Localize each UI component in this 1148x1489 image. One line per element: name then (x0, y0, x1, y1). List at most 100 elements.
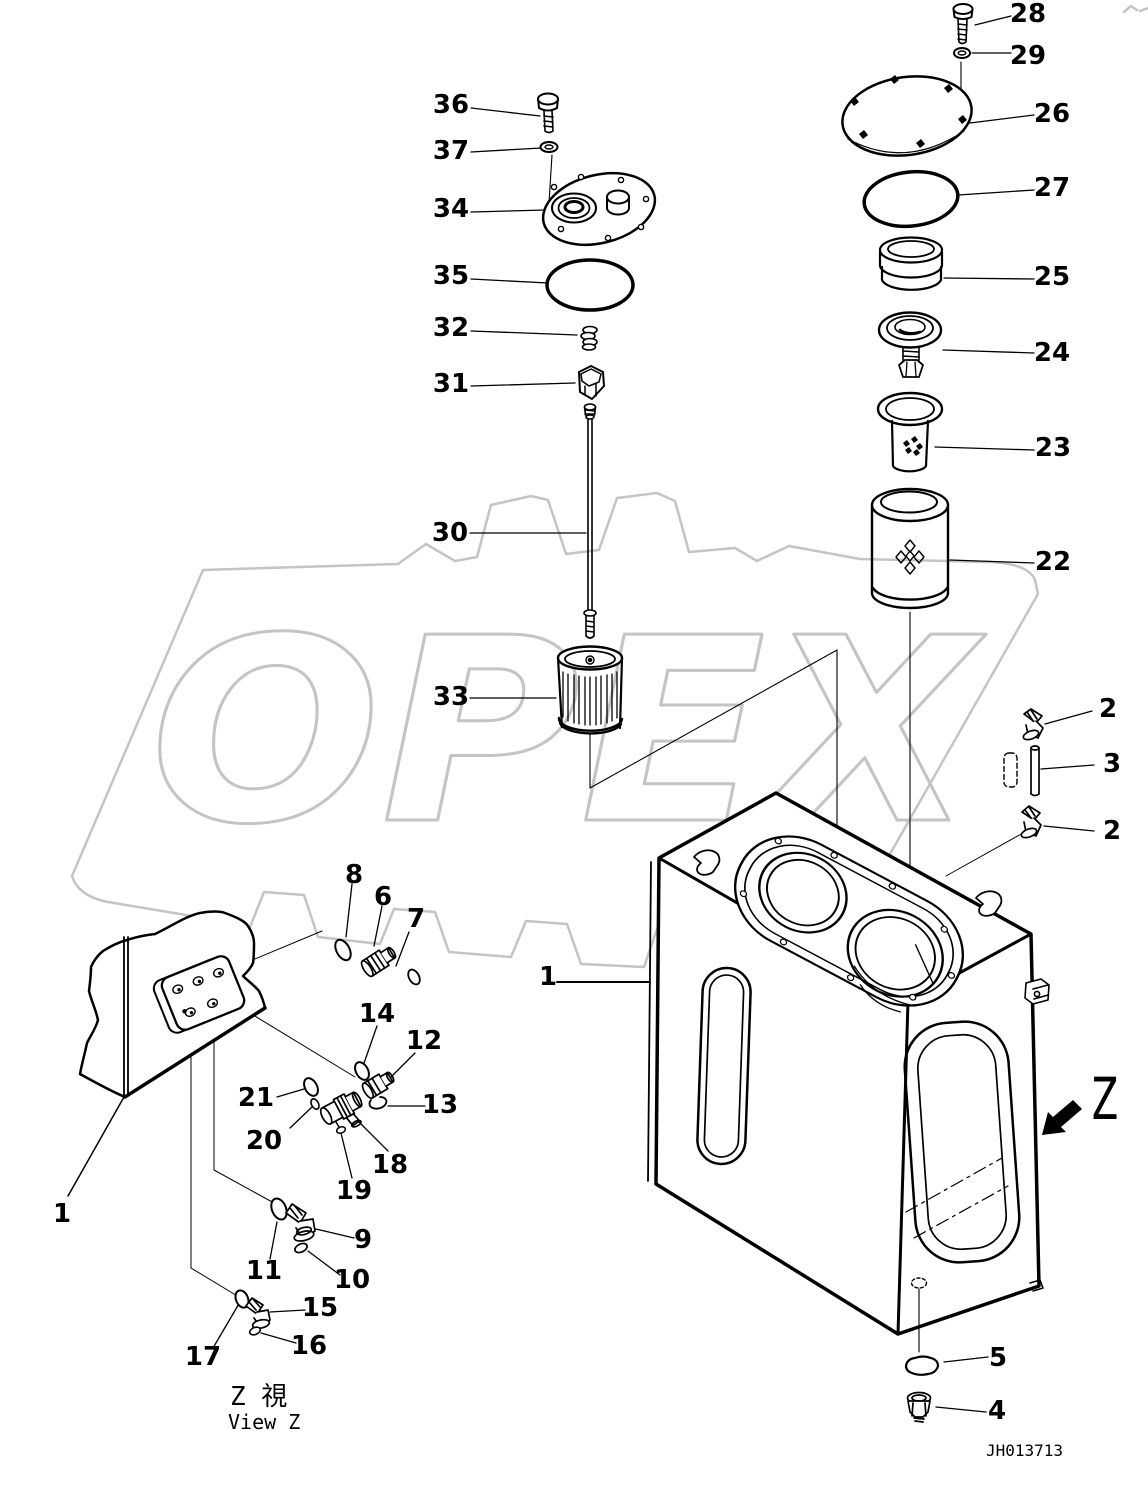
side-window (903, 1020, 1021, 1264)
o-ring-17 (234, 1289, 250, 1309)
callout-10: 10 (334, 1265, 370, 1295)
leader-15 (269, 1309, 306, 1313)
spring-32 (580, 325, 598, 351)
callout-7: 7 (407, 904, 425, 934)
leader-32 (470, 330, 578, 336)
elbow-fitting-2-lower (1020, 805, 1042, 839)
leader-3 (1040, 764, 1095, 770)
leader-35 (470, 278, 549, 284)
bolt-28 (952, 3, 974, 45)
leader-14 (362, 1025, 378, 1067)
cover-26 (841, 75, 973, 157)
lift-hook-right (975, 890, 1003, 917)
o-ring-8 (334, 938, 352, 962)
callout-14: 14 (359, 999, 395, 1029)
fitting-6 (360, 946, 397, 978)
leader-5 (943, 1356, 989, 1363)
callout-36: 36 (433, 90, 469, 120)
leader-27 (957, 189, 1035, 196)
leader-20 (289, 1106, 313, 1129)
callout-26: 26 (1034, 99, 1070, 129)
fitting-12 (361, 1071, 395, 1100)
drawing-number: JH013713 (986, 1441, 1063, 1460)
callout-8: 8 (345, 860, 363, 890)
leader-25 (943, 277, 1035, 280)
valve-18 (319, 1091, 363, 1128)
filter-media-pattern (895, 539, 925, 575)
elbow-9 (285, 1203, 316, 1242)
callout-2-upper: 2 (1099, 694, 1117, 724)
callout-3: 3 (1103, 749, 1121, 779)
callout-28: 28 (1010, 0, 1046, 29)
leader-28 (974, 15, 1012, 26)
tube-3 (1003, 745, 1040, 797)
assoc-plate-11 (213, 1004, 275, 1204)
o-ring-35 (545, 258, 635, 312)
clip-13 (368, 1096, 388, 1110)
window-hatch-lines (905, 1157, 1009, 1239)
leader-8 (345, 883, 353, 938)
callout-1-panel: 1 (53, 1199, 71, 1229)
callout-31: 31 (433, 369, 469, 399)
front-slot (696, 966, 752, 1166)
filter-33 (556, 645, 624, 735)
leader-1-panel (67, 1096, 125, 1197)
callout-15: 15 (302, 1293, 338, 1323)
drain-hole (910, 1277, 928, 1289)
drop-37-34 (548, 154, 553, 204)
o-ring-10 (294, 1242, 308, 1254)
bolt-36 (537, 92, 559, 134)
leader-34 (470, 209, 546, 213)
tank-opening-1 (758, 851, 848, 934)
leader-9 (315, 1228, 355, 1239)
callout-25: 25 (1034, 262, 1070, 292)
elbow-15 (245, 1297, 271, 1330)
leader-2-lower (1043, 825, 1095, 832)
assoc-plate-17 (190, 1013, 240, 1298)
nut-31 (578, 365, 605, 400)
leader-7 (395, 931, 410, 967)
leader-6 (373, 905, 383, 947)
leader-26 (969, 114, 1035, 124)
right-exploded-column (841, 3, 1044, 839)
callout-5: 5 (989, 1343, 1007, 1373)
callout-33: 33 (433, 682, 469, 712)
o-ring-21 (303, 1077, 319, 1097)
leader-16 (260, 1332, 297, 1344)
callout-12: 12 (406, 1026, 442, 1056)
cap-24 (877, 311, 943, 378)
seal-ring-25 (878, 236, 944, 291)
callout-30: 30 (432, 518, 468, 548)
rod-30 (583, 403, 597, 639)
part-19 (335, 1121, 347, 1134)
tank-body-1 (647, 791, 1050, 1423)
top-plate-bolt-holes (739, 837, 956, 1001)
callout-11: 11 (246, 1256, 282, 1286)
washer-29 (953, 47, 971, 59)
side-fitting-block (1024, 978, 1050, 1005)
callout-6: 6 (374, 882, 392, 912)
callout-24: 24 (1034, 338, 1070, 368)
washer-37 (539, 141, 559, 153)
callout-22: 22 (1035, 547, 1071, 577)
o-ring-20 (310, 1098, 320, 1110)
callout-20: 20 (246, 1126, 282, 1156)
cover-34 (541, 171, 657, 247)
leader-4 (935, 1406, 987, 1413)
callout-29: 29 (1010, 41, 1046, 71)
leader-17 (212, 1301, 241, 1349)
leader-23 (934, 446, 1035, 451)
leader-2-upper (1044, 710, 1093, 725)
gasket-5 (904, 1355, 940, 1376)
callout-19: 19 (336, 1176, 372, 1206)
leader-31 (470, 382, 576, 387)
lift-hook-left (693, 849, 721, 876)
strainer-perforation-pattern (903, 436, 923, 456)
drop-33-tank (589, 649, 838, 878)
watermark-layer: OPEX (70, 4, 1148, 973)
o-ring-14 (354, 1061, 370, 1081)
left-exploded-column (537, 92, 657, 735)
view-label-en: View Z (228, 1410, 300, 1434)
filter-element-22 (870, 487, 950, 610)
